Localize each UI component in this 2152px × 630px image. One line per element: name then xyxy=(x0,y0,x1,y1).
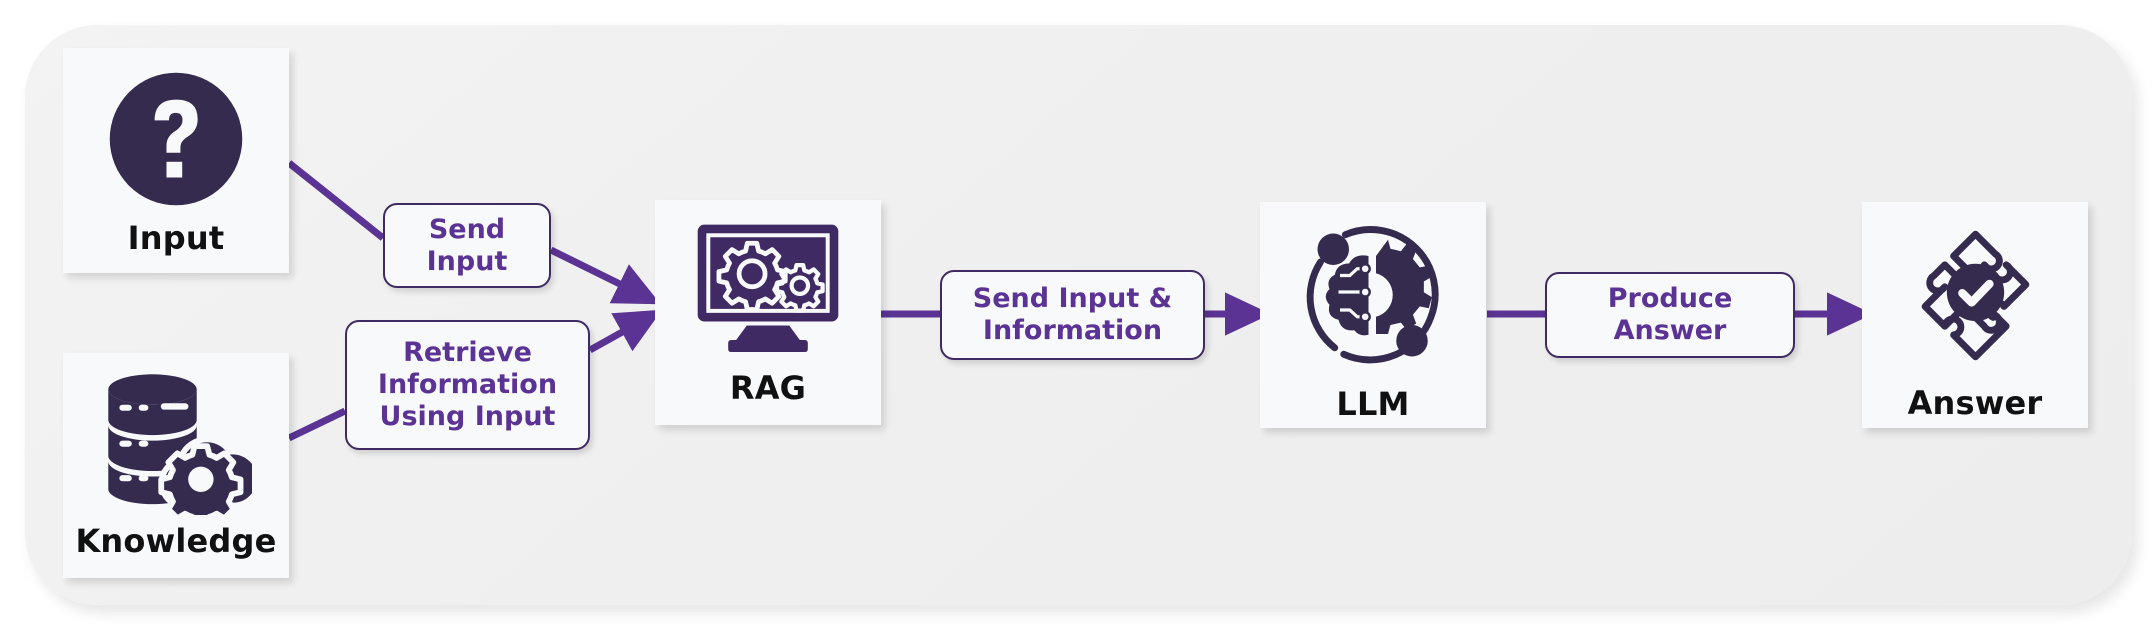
node-knowledge-label: Knowledge xyxy=(75,522,277,560)
edge-label-send-input-and-information[interactable]: Send Input & Information xyxy=(940,270,1205,360)
node-knowledge[interactable]: Knowledge xyxy=(63,353,289,578)
database-gear-icon xyxy=(100,369,252,515)
edge-label-produce-answer[interactable]: Produce Answer xyxy=(1545,272,1795,358)
node-rag-label: RAG xyxy=(729,369,807,407)
node-answer-label: Answer xyxy=(1907,384,2043,422)
puzzle-check-icon xyxy=(1898,218,2053,373)
node-rag[interactable]: RAG xyxy=(655,200,881,425)
node-input[interactable]: Input xyxy=(63,48,289,273)
node-input-label: Input xyxy=(127,219,225,257)
question-mark-circle-icon xyxy=(107,70,245,208)
edge-label-retrieve-information-using-input[interactable]: Retrieve Information Using Input xyxy=(345,320,590,450)
node-answer[interactable]: Answer xyxy=(1862,202,2088,428)
node-llm-label: LLM xyxy=(1336,385,1410,423)
edge-label-send-input[interactable]: Send Input xyxy=(383,203,551,288)
node-llm[interactable]: LLM xyxy=(1260,202,1486,428)
monitor-gears-icon xyxy=(693,222,843,352)
brain-gear-orbit-icon xyxy=(1298,220,1448,370)
